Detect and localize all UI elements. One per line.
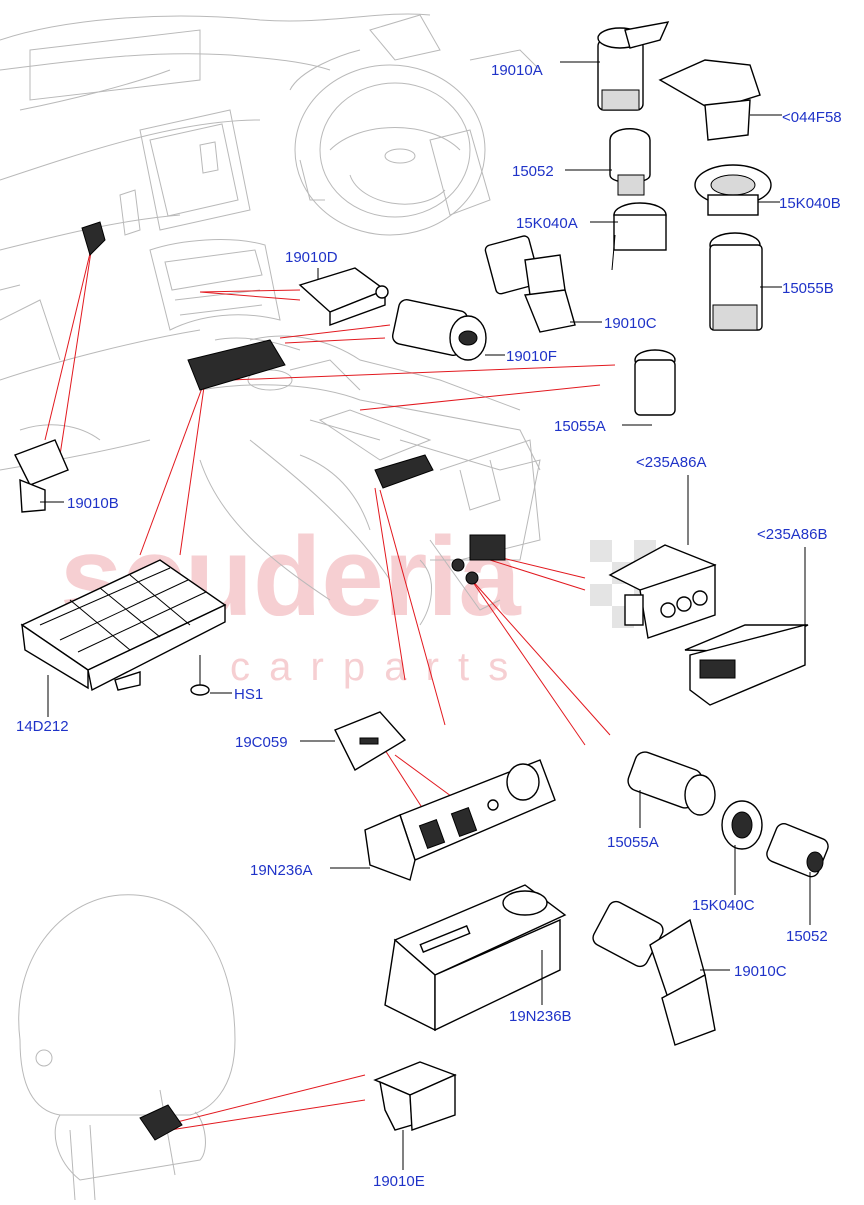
label-14D212[interactable]: 14D212 <box>16 718 69 735</box>
headrest-outline <box>18 894 236 1201</box>
label-15K040A[interactable]: 15K040A <box>516 215 578 232</box>
label-19010C-bottom[interactable]: 19010C <box>734 963 787 980</box>
callout-lines <box>40 61 811 1170</box>
part-console-grille <box>187 339 286 391</box>
part-15055B-socket <box>709 232 763 331</box>
part-15055A-socket-top <box>634 349 676 416</box>
label-19C059[interactable]: 19C059 <box>235 734 288 751</box>
vehicle-interior-outline <box>0 13 541 626</box>
part-labels: 19010A <044F58 15052 15K040B 15K040A 190… <box>16 62 842 1190</box>
label-15K040C[interactable]: 15K040C <box>692 897 755 914</box>
part-19N236B-panel <box>384 884 567 1032</box>
label-19010B[interactable]: 19010B <box>67 495 119 512</box>
part-044F58-cover <box>658 59 761 141</box>
part-19N236A-panel <box>364 759 556 881</box>
label-15052-top[interactable]: 15052 <box>512 163 554 180</box>
label-235A86B[interactable]: <235A86B <box>757 526 827 543</box>
part-dash-clip <box>81 221 106 256</box>
part-15K040C-ring <box>721 800 763 850</box>
label-HS1[interactable]: HS1 <box>234 686 263 703</box>
part-19010D-module <box>298 267 389 326</box>
part-15052-plug-top <box>609 128 651 196</box>
label-15055B[interactable]: 15055B <box>782 280 834 297</box>
part-19010B-holder <box>14 439 69 513</box>
part-rear-console-sockets <box>451 534 506 585</box>
parts <box>14 21 829 1141</box>
part-235A86B-module <box>684 624 809 706</box>
label-19N236B[interactable]: 19N236B <box>509 1008 572 1025</box>
part-console-usb <box>374 454 434 489</box>
part-15055A-socket-bottom <box>627 751 716 816</box>
label-19N236A[interactable]: 19N236A <box>250 862 313 879</box>
label-15K040B[interactable]: 15K040B <box>779 195 841 212</box>
part-HS1-screw <box>190 655 210 696</box>
label-235A86A[interactable]: <235A86A <box>636 454 706 471</box>
label-19010E[interactable]: 19010E <box>373 1173 425 1190</box>
part-14D212-fusebox <box>20 559 227 692</box>
part-235A86A-module <box>608 544 717 639</box>
label-19010F[interactable]: 19010F <box>506 348 557 365</box>
label-19010D[interactable]: 19010D <box>285 249 338 266</box>
label-15052-bottom[interactable]: 15052 <box>786 928 828 945</box>
label-044F58[interactable]: <044F58 <box>782 109 842 126</box>
part-headrest-connector <box>139 1104 183 1141</box>
part-19C059-usb <box>334 711 407 771</box>
part-19010A-socket <box>597 21 670 111</box>
label-19010C-top[interactable]: 19010C <box>604 315 657 332</box>
leader-lines <box>44 244 616 1131</box>
part-15K040B-ring <box>694 164 772 216</box>
watermark-sub: c a r p a r t s <box>230 645 512 689</box>
label-19010A[interactable]: 19010A <box>491 62 543 79</box>
part-19010E-bracket <box>373 1061 457 1131</box>
part-19010F-socket <box>391 299 487 361</box>
part-19010C-socket-top <box>484 235 576 333</box>
label-15055A-bottom[interactable]: 15055A <box>607 834 659 851</box>
part-15052-plug-bottom <box>766 823 829 878</box>
part-15K040A-ring <box>611 202 667 271</box>
label-15055A-top[interactable]: 15055A <box>554 418 606 435</box>
part-19010C-socket-bottom <box>592 900 716 1046</box>
